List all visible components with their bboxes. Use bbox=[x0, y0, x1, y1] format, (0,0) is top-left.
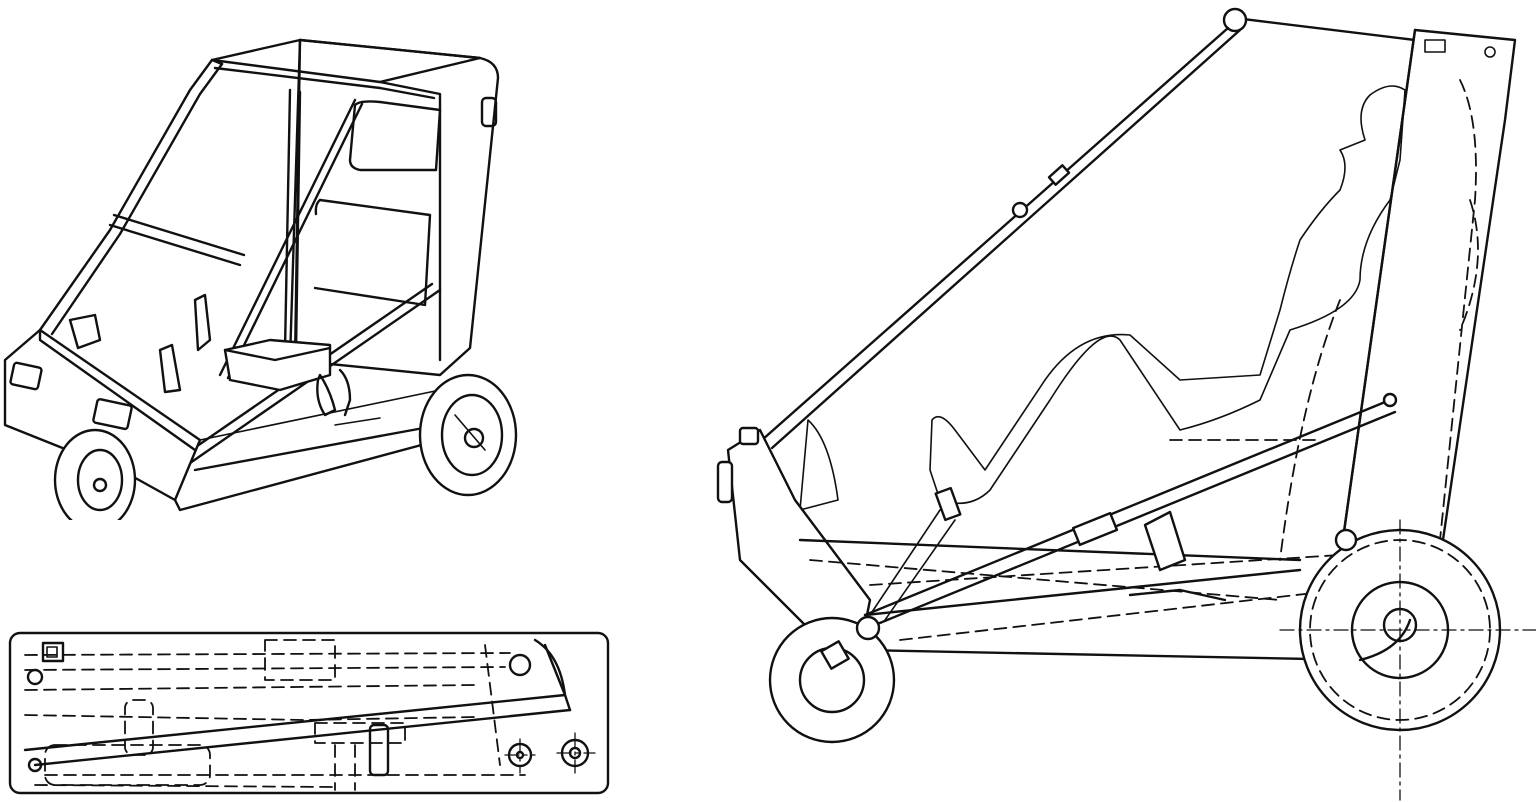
plan-outline bbox=[8, 631, 610, 795]
steering-box bbox=[68, 313, 102, 350]
roof-joint bbox=[1222, 7, 1248, 33]
side-view bbox=[700, 0, 1536, 802]
front-pivot bbox=[855, 615, 881, 641]
chassis-top bbox=[863, 568, 1302, 617]
plan-drawing bbox=[8, 631, 610, 795]
rail-clamp bbox=[1071, 511, 1119, 547]
headlight-right bbox=[92, 398, 133, 431]
pedal-left bbox=[193, 293, 212, 352]
front-lamp bbox=[716, 460, 734, 504]
rear-window bbox=[348, 100, 442, 172]
rear-axle-centerline bbox=[1279, 519, 1536, 801]
seat bbox=[223, 338, 332, 392]
pedal-right bbox=[158, 343, 182, 394]
rear-column bbox=[1338, 28, 1517, 562]
floor-pan bbox=[173, 423, 442, 512]
side-drawing bbox=[716, 7, 1536, 801]
plan-view bbox=[5, 625, 615, 800]
front-wheel bbox=[53, 428, 137, 520]
rider-silhouette bbox=[929, 85, 1406, 505]
perspective-drawing bbox=[3, 38, 518, 520]
pedal-crank bbox=[1143, 510, 1187, 572]
front-roll-bar bbox=[38, 58, 214, 332]
plan-diagonal bbox=[23, 693, 567, 752]
plan-pedal bbox=[368, 723, 390, 777]
plan-bracket bbox=[41, 641, 65, 663]
front-wheel bbox=[768, 616, 896, 744]
side-lamp bbox=[480, 96, 498, 128]
roof-bar bbox=[1233, 16, 1417, 42]
headlight-left bbox=[9, 361, 43, 391]
perspective-view bbox=[0, 30, 540, 520]
front-diagonal-bar bbox=[760, 26, 1230, 442]
roof-panel bbox=[210, 38, 482, 84]
